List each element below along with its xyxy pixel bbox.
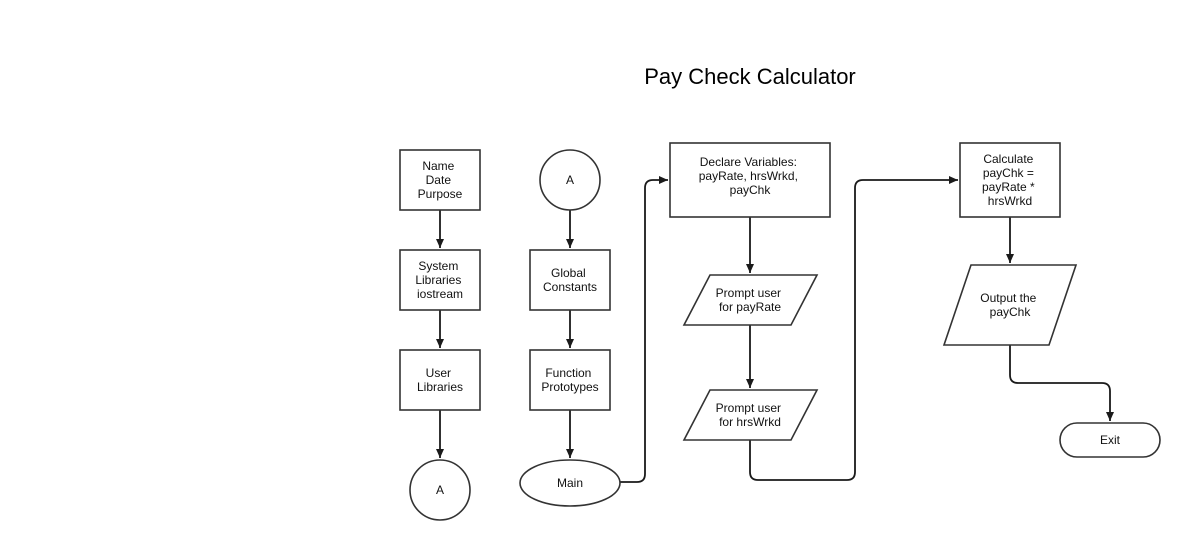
declare-variables-line-3: payChk: [730, 183, 772, 197]
node-connector-a-in: A: [539, 149, 601, 211]
svg-text:Declare Variables: payRa: Declare Variables: payRate, hrsWrkd, pay…: [699, 155, 802, 197]
calculate-line-1: Calculate: [983, 152, 1033, 166]
edge-main-to-declare-variables: [620, 176, 668, 483]
declare-variables-line-2: payRate, hrsWrkd,: [699, 169, 798, 183]
node-output: Output the payChk: [942, 264, 1078, 346]
connector-a-out-label: A: [436, 483, 444, 497]
node-calculate: Calculate payChk = payRate * hrsWrkd: [959, 142, 1061, 218]
svg-text:Name Date Purpose: Name Date Purpose: [418, 159, 463, 201]
svg-text:User Libraries: User Libraries: [417, 366, 463, 394]
prompt-hrswrkd-line-2: for hrsWrkd: [719, 415, 781, 429]
system-libraries-line-3: iostream: [417, 287, 463, 301]
global-constants-line-2: Constants: [543, 280, 597, 294]
edge-output-to-exit: [1009, 345, 1114, 421]
output-line-2: payChk: [990, 305, 1032, 319]
diagram-title: Pay Check Calculator: [644, 64, 856, 89]
node-prompt-hrswrkd: Prompt user for hrsWrkd: [682, 389, 819, 441]
node-header-box: Name Date Purpose: [399, 149, 481, 211]
prompt-payrate-line-1: Prompt user: [716, 286, 781, 300]
calculate-line-4: hrsWrkd: [988, 194, 1032, 208]
edges: [436, 176, 1114, 483]
user-libraries-line-2: Libraries: [417, 380, 463, 394]
system-libraries-line-1: System: [418, 259, 458, 273]
declare-variables-line-1: Declare Variables:: [700, 155, 797, 169]
user-libraries-line-1: User: [426, 366, 451, 380]
node-declare-variables: Declare Variables: payRate, hrsWrkd, pay…: [669, 142, 831, 218]
svg-text:Global Constants: Global Constants: [543, 266, 597, 294]
connector-a-in-label: A: [566, 173, 574, 187]
header-box-line-2: Date: [426, 173, 452, 187]
node-function-prototypes: Function Prototypes: [529, 349, 611, 411]
svg-text:System Libraries i: System Libraries iostream: [415, 259, 464, 301]
header-box-line-1: Name: [422, 159, 454, 173]
node-system-libraries: System Libraries iostream: [399, 249, 481, 311]
node-connector-a-out: A: [409, 459, 471, 521]
node-main: Main: [519, 459, 621, 507]
svg-text:Output the payChk: Output the payChk: [980, 291, 1039, 319]
calculate-line-3: payRate *: [982, 180, 1035, 194]
node-global-constants: Global Constants: [529, 249, 611, 311]
node-exit: Exit: [1059, 422, 1161, 458]
header-box-line-3: Purpose: [418, 187, 463, 201]
function-prototypes-line-2: Prototypes: [541, 380, 598, 394]
svg-text:Prompt user for hrsWrkd: Prompt user for hrsWrkd: [716, 401, 785, 429]
main-label: Main: [557, 476, 583, 490]
calculate-line-2: payChk =: [983, 166, 1034, 180]
svg-text:Function Prototypes: Function Prototypes: [541, 366, 598, 394]
function-prototypes-line-1: Function: [545, 366, 591, 380]
svg-text:Calculate payChk =: Calculate payChk = payRate * hrsWrkd: [982, 152, 1038, 208]
output-line-1: Output the: [980, 291, 1036, 305]
prompt-hrswrkd-line-1: Prompt user: [716, 401, 781, 415]
edge-prompt-hrswrkd-to-calculate: [749, 176, 958, 481]
svg-text:Prompt user for payRate: Prompt user for payRate: [716, 286, 785, 314]
exit-label: Exit: [1100, 433, 1121, 447]
prompt-payrate-line-2: for payRate: [719, 300, 781, 314]
system-libraries-line-2: Libraries: [415, 273, 461, 287]
global-constants-line-1: Global: [551, 266, 586, 280]
node-user-libraries: User Libraries: [399, 349, 481, 411]
node-prompt-payrate: Prompt user for payRate: [682, 274, 819, 326]
